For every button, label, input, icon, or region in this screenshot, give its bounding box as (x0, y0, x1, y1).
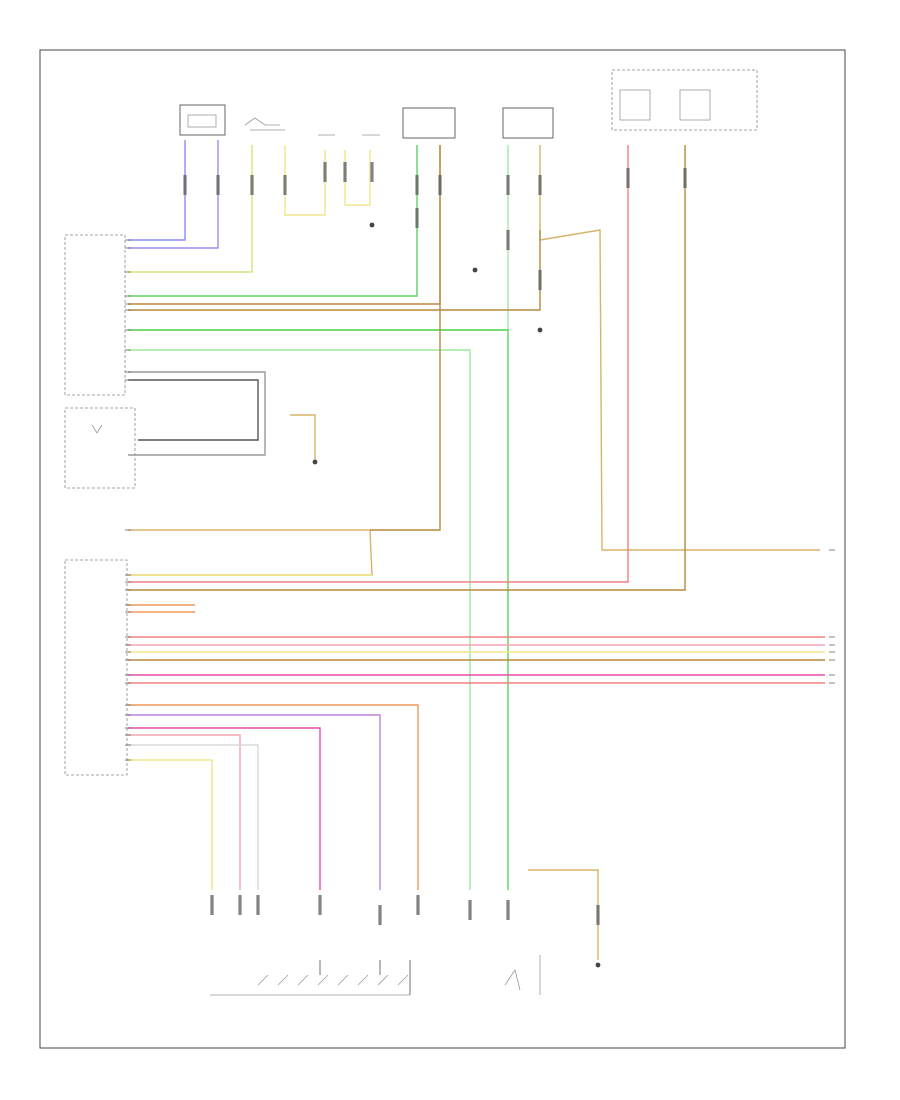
wire-white-32 (128, 744, 259, 890)
wire-green-9 (128, 329, 509, 890)
bottom-switch-bank (257, 974, 409, 986)
top-component-5 (402, 107, 456, 139)
ground-point-2 (537, 327, 543, 333)
top-component-2-switch (244, 117, 280, 126)
connector-layer (183, 162, 687, 925)
connector-16 (210, 895, 214, 915)
connector-15 (538, 270, 542, 290)
top-component-6 (502, 107, 554, 139)
connector-22 (468, 900, 472, 920)
fuse-panel-fuse-2 (679, 89, 711, 121)
diagram-frame (39, 49, 846, 1049)
wire-yellow-6 (344, 150, 371, 206)
connector-14 (506, 230, 510, 250)
connector-3 (283, 175, 287, 195)
wire-dark-13 (128, 379, 259, 441)
wire-grey-12 (128, 371, 266, 456)
wire-yellow-33 (128, 759, 213, 890)
connector-5 (343, 162, 347, 182)
wire-brown-15 (370, 145, 441, 531)
wire-brown-11 (128, 230, 541, 311)
connector-0 (183, 175, 187, 195)
wire-tan-16 (290, 414, 316, 460)
module-middle-left (64, 407, 136, 489)
module-middle-left-symbol (91, 424, 103, 434)
connector-19 (318, 895, 322, 915)
wire-yellow-green-2 (128, 145, 253, 273)
ground-layer (312, 222, 601, 968)
wire-red-17 (128, 145, 629, 583)
connector-12 (683, 168, 687, 188)
module-upper-left (64, 234, 126, 396)
connector-7 (415, 175, 419, 195)
top-component-1 (179, 104, 226, 136)
wire-brown-4 (128, 145, 441, 305)
module-lower-left (64, 559, 128, 776)
wire-orange-28 (128, 704, 419, 890)
wire-tan-10 (539, 145, 820, 551)
fuse-panel (611, 69, 758, 131)
connector-4 (323, 162, 327, 182)
ground-point-4 (595, 962, 601, 968)
wire-blue-0 (128, 140, 186, 241)
ground-point-1 (472, 267, 478, 273)
wire-pink-31 (128, 734, 241, 890)
wire-green-3 (128, 145, 418, 297)
connector-21 (416, 895, 420, 915)
connector-20 (378, 905, 382, 925)
wire-violet-1 (128, 140, 219, 249)
connector-2 (250, 175, 254, 195)
ground-point-0 (369, 222, 375, 228)
connector-8 (438, 175, 442, 195)
connector-6 (370, 162, 374, 182)
fuse-panel-fuse-1 (619, 89, 651, 121)
wire-tan-34 (528, 869, 599, 960)
connector-13 (415, 208, 419, 228)
ground-point-3 (312, 459, 318, 465)
wire-purple-29 (128, 714, 381, 890)
wire-tan-14 (128, 529, 373, 576)
wire-brown-18 (128, 145, 686, 591)
wire-yellow-5 (284, 145, 326, 216)
connector-18 (256, 895, 260, 915)
connector-11 (626, 168, 630, 188)
connector-23 (506, 900, 510, 920)
top-component-1-contact (187, 114, 217, 128)
wire-magenta-30 (128, 727, 321, 890)
pin-tick-layer (125, 239, 835, 761)
bottom-switch-2 (504, 969, 521, 991)
connector-9 (506, 175, 510, 195)
connector-1 (216, 175, 220, 195)
connector-10 (538, 175, 542, 195)
wire-light-green-8 (128, 349, 471, 890)
connector-17 (238, 895, 242, 915)
connector-24 (596, 905, 600, 925)
